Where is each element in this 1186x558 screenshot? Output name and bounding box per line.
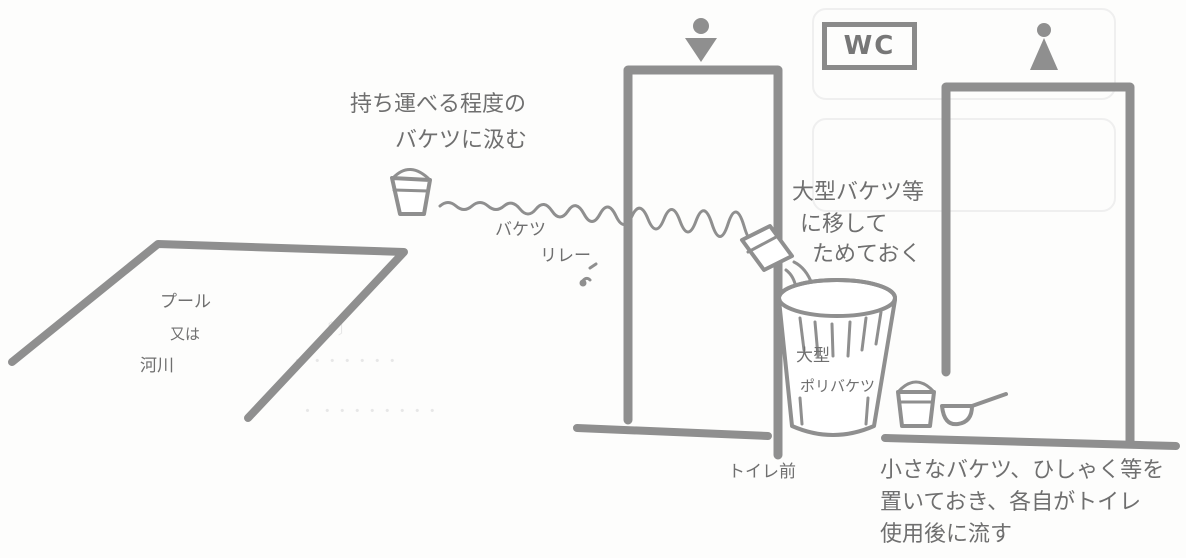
- small-bucket-label-line3: 使用後に流す: [880, 522, 1013, 547]
- pool-label-line1: プール: [160, 292, 211, 312]
- relay-wavy-line: [438, 201, 760, 243]
- ghost-panel-middle: [812, 118, 1116, 212]
- poly-bucket-label-line2: ポリバケツ: [800, 377, 876, 395]
- small-bucket-label-line2: 置いておき、各自がトイレ: [880, 490, 1142, 515]
- toilet-stall-left: [573, 65, 783, 460]
- large-poly-bucket-icon: [777, 278, 897, 437]
- carry-bucket-label-line2: バケツに汲む: [395, 128, 528, 153]
- splash-note-icon: [579, 262, 598, 287]
- ladle-icon: [940, 392, 1008, 427]
- pool-label-line2: 又は: [170, 325, 201, 343]
- ghost-text-3: ・ ・・・・・・・・: [300, 402, 440, 420]
- transfer-label-line3: ためておく: [812, 242, 922, 267]
- male-sign-icon: [685, 18, 717, 62]
- ghost-text-2: ・ ・・・・・・: [290, 352, 400, 370]
- small-bucket-label-line1: 小さなバケツ、ひしゃく等を: [880, 458, 1165, 483]
- carry-bucket-label-line1: 持ち運べる程度の: [350, 92, 527, 117]
- carry-bucket-icon: [390, 168, 432, 216]
- toilet-stall-right: [881, 82, 1180, 450]
- relay-label-line2: リレー: [540, 246, 591, 266]
- ghost-panel-top: [812, 8, 1116, 100]
- pool-outline: [8, 240, 408, 422]
- toilet-front-label: トイレ前: [728, 462, 796, 482]
- female-sign-icon: [1030, 23, 1058, 70]
- transfer-label-line2: に移して: [800, 212, 888, 237]
- pool-label-line3: 河川: [140, 356, 174, 376]
- small-bucket-icon: [896, 380, 936, 428]
- relay-label-line1: バケツ: [495, 220, 546, 240]
- wc-sign: WC: [822, 22, 917, 70]
- transfer-label-line1: 大型バケツ等: [792, 180, 925, 205]
- poly-bucket-label-line1: 大型: [796, 346, 830, 366]
